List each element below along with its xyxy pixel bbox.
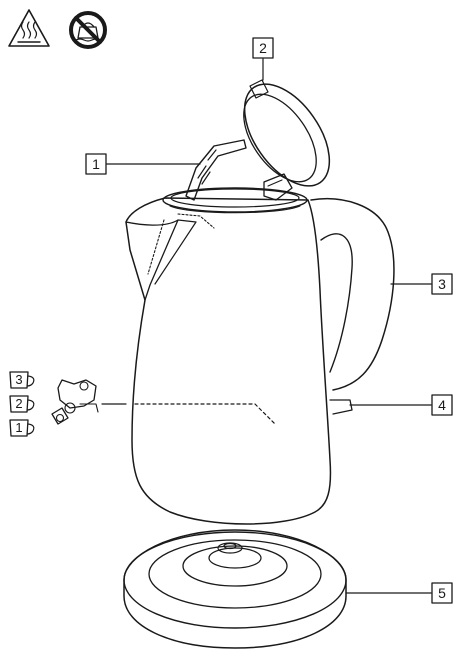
power-base [123,529,347,649]
svg-text:3: 3 [15,372,22,387]
callout-3: 3 [431,273,453,295]
svg-text:3: 3 [438,276,446,292]
kettle-body [125,187,395,525]
water-level-line [134,403,276,425]
svg-text:1: 1 [92,156,100,172]
callout-4: 4 [431,394,453,416]
svg-text:1: 1 [15,420,22,435]
no-immersion-icon [69,11,107,49]
svg-text:5: 5 [438,585,446,601]
cup-level-1: 1 [9,419,35,437]
kettle-handle [310,198,395,391]
svg-text:2: 2 [15,396,22,411]
svg-text:2: 2 [259,40,267,56]
kettle-lid [243,79,331,201]
svg-text:4: 4 [438,397,446,413]
hot-surface-warning-icon [8,9,50,47]
callout-5: 5 [431,582,453,604]
callout-2: 2 [252,37,274,59]
callout-1: 1 [85,153,107,175]
cup-level-selector [51,379,99,425]
cup-level-2: 2 [9,395,35,413]
cup-level-3: 3 [9,371,35,389]
limescale-filter [185,139,247,201]
